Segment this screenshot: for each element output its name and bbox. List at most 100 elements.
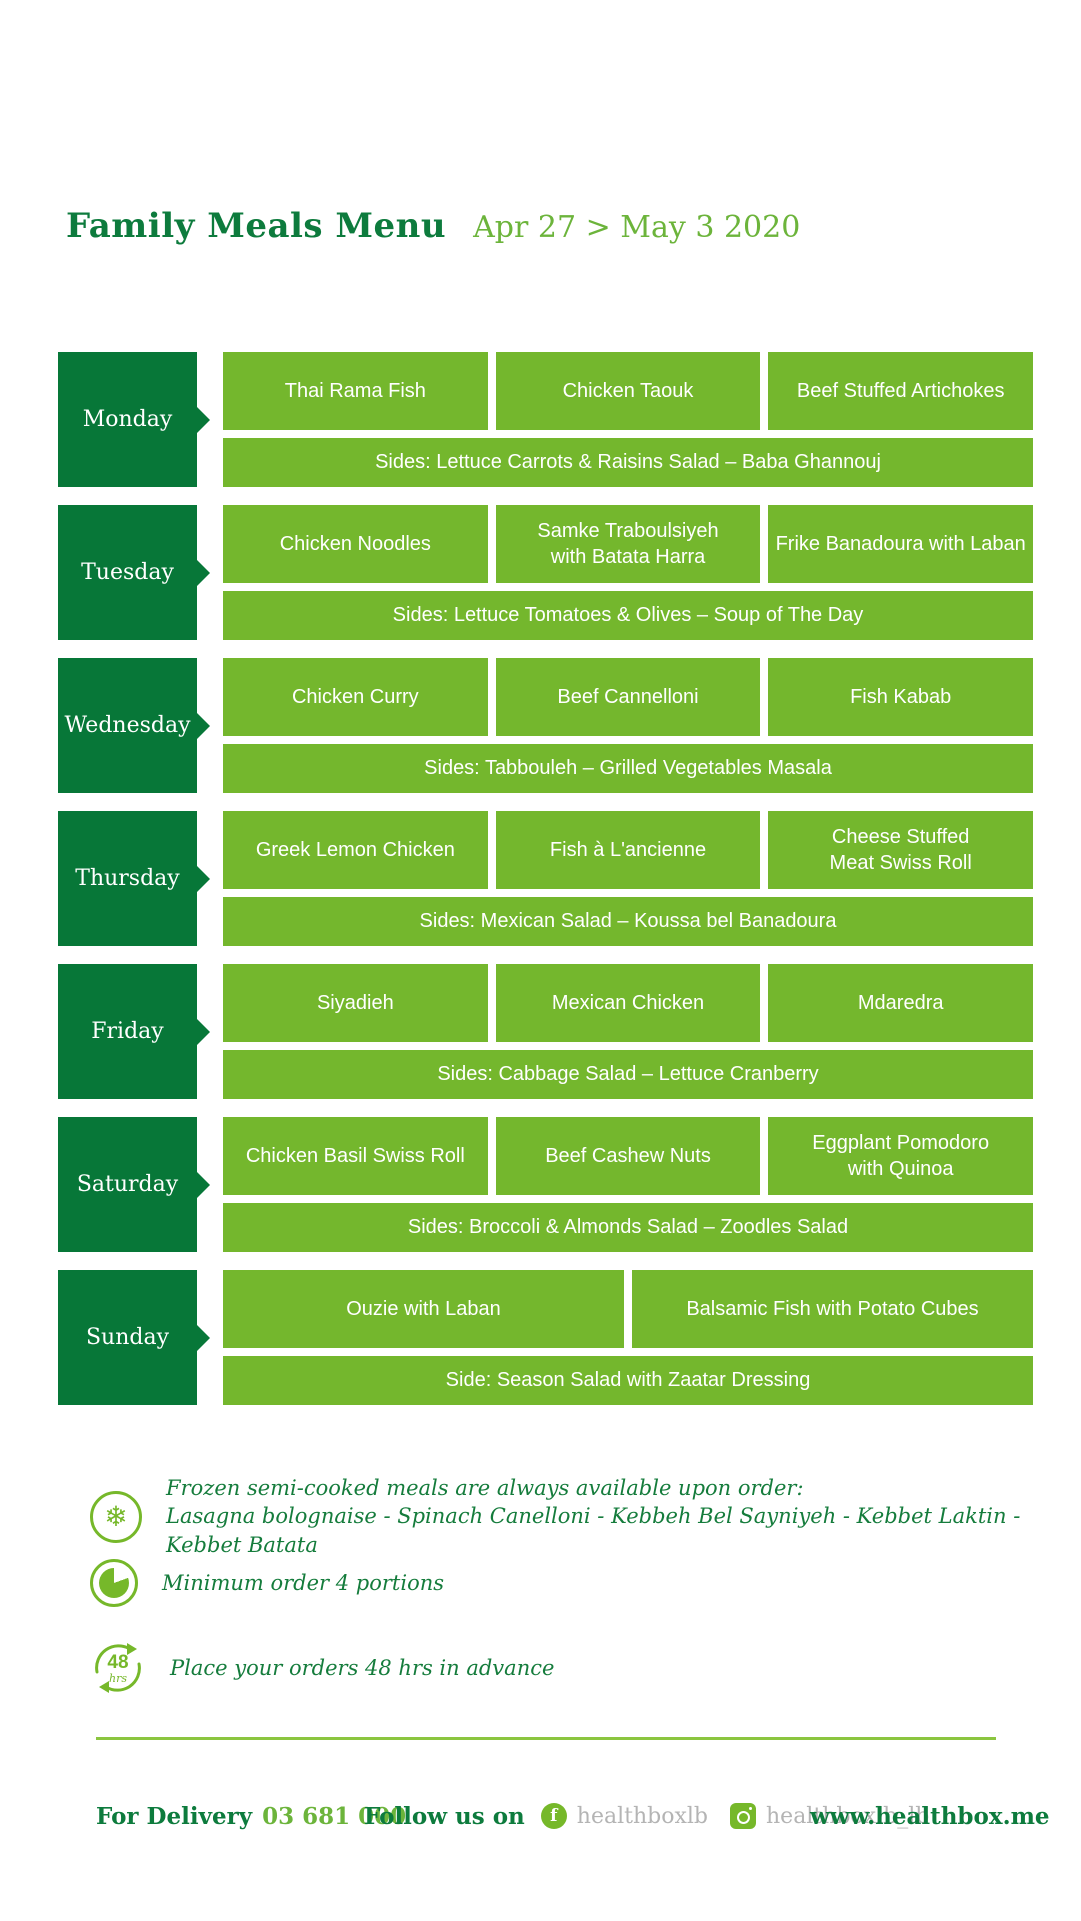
meal-name: Beef Cannelloni (557, 686, 699, 708)
meal-name: Chicken Curry (291, 686, 419, 708)
weekly-menu: Monday Thai Rama Fish Chicken Taouk Beef… (0, 352, 1081, 1423)
delivery-label: For Delivery (96, 1802, 253, 1830)
meal-card: Balsamic Fish with Potato Cubes (632, 1270, 1033, 1348)
meal-name: Ouzie with Laban (346, 1298, 501, 1320)
page-title: Family Meals Menu (66, 206, 447, 246)
meal-name: Mdaredra (857, 992, 944, 1014)
meals-row: Chicken Basil Swiss Roll Beef Cashew Nut… (223, 1117, 1034, 1195)
day-label: Wednesday (64, 713, 191, 738)
meal-name: Frike Banadoura with Laban (775, 533, 1026, 555)
meal-name: Eggplant Pomodoro with Quinoa (812, 1132, 990, 1180)
meal-card: Chicken Noodles (223, 505, 488, 583)
day-label-box: Sunday (58, 1270, 197, 1405)
meal-name: Chicken Taouk (562, 380, 694, 402)
meal-name: Thai Rama Fish (284, 380, 426, 402)
meal-card: Thai Rama Fish (223, 352, 488, 430)
meals-row: Chicken Curry Beef Cannelloni Fish Kabab (223, 658, 1034, 736)
day-row-friday: Friday Siyadieh Mexican Chicken Mdaredra… (0, 964, 1081, 1099)
instagram-handle: healthboxlb_lb (766, 1803, 930, 1829)
note-minimum-order: Minimum order 4 portions (90, 1559, 444, 1607)
day-label: Saturday (76, 1172, 179, 1197)
meal-name: Greek Lemon Chicken (255, 839, 455, 861)
day-label: Sunday (85, 1325, 170, 1350)
day-label-box: Friday (58, 964, 197, 1099)
sides-bar: Side: Season Salad with Zaatar Dressing (223, 1356, 1033, 1405)
meal-card: Mdaredra (768, 964, 1034, 1042)
meal-name: Fish à L'ancienne (549, 839, 707, 861)
delivery-info: For Delivery 03 681 000 (96, 1798, 406, 1834)
header: Family Meals Menu Apr 27 > May 3 2020 (66, 206, 800, 246)
day-label-box: Saturday (58, 1117, 197, 1252)
day-label: Monday (82, 407, 173, 432)
note-frozen-line1: Frozen semi-cooked meals are always avai… (166, 1476, 804, 1500)
meal-card: Chicken Taouk (495, 352, 761, 430)
meal-card: Siyadieh (223, 964, 488, 1042)
meals-row: Thai Rama Fish Chicken Taouk Beef Stuffe… (223, 352, 1034, 430)
meal-card: Mexican Chicken (495, 964, 761, 1042)
note-advance-text: Place your orders 48 hrs in advance (170, 1655, 555, 1680)
meal-name: Beef Stuffed Artichokes (796, 380, 1005, 402)
meal-card: Cheese Stuffed Meat Swiss Roll (768, 811, 1034, 889)
day-row-thursday: Thursday Greek Lemon Chicken Fish à L'an… (0, 811, 1081, 946)
meal-name: Samke Traboulsiyeh with Batata Harra (537, 520, 719, 568)
meal-card: Samke Traboulsiyeh with Batata Harra (495, 505, 761, 583)
meal-card: Fish Kabab (768, 658, 1034, 736)
instagram-icon (730, 1803, 756, 1829)
sides-text: Sides: Broccoli & Almonds Salad – Zoodle… (407, 1216, 849, 1238)
facebook-icon: f (540, 1803, 567, 1829)
meal-card: Greek Lemon Chicken (223, 811, 488, 889)
meal-name: Chicken Basil Swiss Roll (245, 1145, 465, 1167)
sides-bar: Sides: Cabbage Salad – Lettuce Cranberry (223, 1050, 1033, 1099)
meal-name: Mexican Chicken (551, 992, 705, 1014)
meal-card: Ouzie with Laban (223, 1270, 624, 1348)
sides-bar: Sides: Lettuce Tomatoes & Olives – Soup … (223, 591, 1033, 640)
sides-text: Sides: Lettuce Tomatoes & Olives – Soup … (392, 604, 864, 626)
hrs-badge: hrs (109, 1671, 127, 1685)
footer: For Delivery 03 681 000 Follow us on f h… (0, 1798, 1081, 1834)
sides-bar: Sides: Lettuce Carrots & Raisins Salad –… (223, 438, 1033, 487)
day-row-saturday: Saturday Chicken Basil Swiss Roll Beef C… (0, 1117, 1081, 1252)
meal-card: Beef Cashew Nuts (495, 1117, 761, 1195)
day-label: Thursday (75, 866, 180, 891)
sides-text: Side: Season Salad with Zaatar Dressing (445, 1369, 811, 1391)
delivery-phone: 03 681 000 (262, 1802, 407, 1830)
sides-text: Sides: Cabbage Salad – Lettuce Cranberry (437, 1063, 819, 1085)
pie-chart-icon (90, 1559, 138, 1607)
meal-card: Beef Stuffed Artichokes (768, 352, 1034, 430)
meal-name: Cheese Stuffed Meat Swiss Roll (829, 826, 972, 874)
website-url: www.healthbox.me (810, 1802, 1050, 1830)
meals-row: Ouzie with Laban Balsamic Fish with Pota… (223, 1270, 1033, 1348)
meal-card: Fish à L'ancienne (495, 811, 761, 889)
sides-bar: Sides: Tabbouleh – Grilled Vegetables Ma… (223, 744, 1033, 793)
website-info: www.healthbox.me (810, 1798, 1050, 1834)
note-frozen-meals: ❄ Frozen semi-cooked meals are always av… (90, 1474, 1081, 1559)
note-advance-order: 48 hrs Place your orders 48 hrs in advan… (90, 1640, 554, 1696)
sides-bar: Sides: Broccoli & Almonds Salad – Zoodle… (223, 1203, 1033, 1252)
footer-separator (96, 1737, 996, 1740)
48hrs-arrows-icon: 48 hrs (90, 1640, 146, 1696)
day-label-box: Monday (58, 352, 197, 487)
day-row-tuesday: Tuesday Chicken Noodles Samke Traboulsiy… (0, 505, 1081, 640)
meal-name: Siyadieh (316, 992, 394, 1014)
date-range: Apr 27 > May 3 2020 (473, 210, 801, 245)
day-label: Tuesday (81, 560, 174, 585)
meal-name: Fish Kabab (850, 686, 952, 708)
meals-row: Greek Lemon Chicken Fish à L'ancienne Ch… (223, 811, 1034, 889)
day-label-box: Thursday (58, 811, 197, 946)
sides-text: Sides: Tabbouleh – Grilled Vegetables Ma… (424, 757, 832, 779)
meal-card: Frike Banadoura with Laban (768, 505, 1034, 583)
note-minimum-text: Minimum order 4 portions (162, 1570, 445, 1595)
48-badge: 48 (107, 1651, 129, 1673)
sides-text: Sides: Lettuce Carrots & Raisins Salad –… (375, 451, 881, 473)
meal-name: Balsamic Fish with Potato Cubes (686, 1298, 979, 1320)
facebook-handle: healthboxlb (576, 1803, 708, 1829)
note-frozen-line2: Lasagna bolognaise - Spinach Canelloni -… (166, 1504, 1021, 1557)
meal-card: Chicken Basil Swiss Roll (223, 1117, 488, 1195)
day-label-box: Tuesday (58, 505, 197, 640)
day-label-box: Wednesday (58, 658, 197, 793)
day-row-wednesday: Wednesday Chicken Curry Beef Cannelloni … (0, 658, 1081, 793)
meal-card: Eggplant Pomodoro with Quinoa (768, 1117, 1034, 1195)
day-row-sunday: Sunday Ouzie with Laban Balsamic Fish wi… (0, 1270, 1081, 1405)
sides-text: Sides: Mexican Salad – Koussa bel Banado… (419, 910, 837, 932)
meal-name: Chicken Noodles (279, 533, 431, 555)
